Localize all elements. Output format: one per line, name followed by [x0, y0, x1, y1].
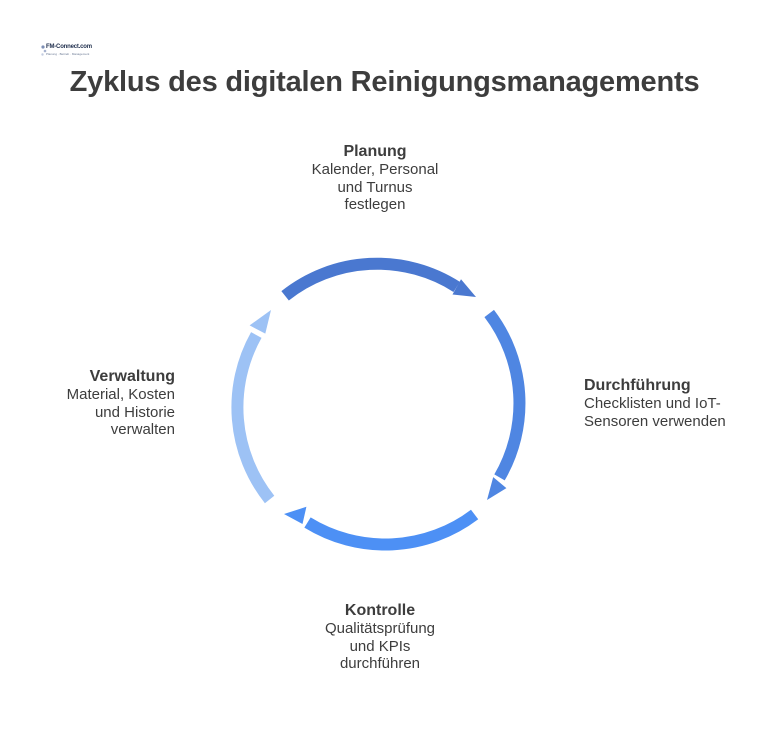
page-title: Zyklus des digitalen Reinigungsmanagemen…: [69, 66, 700, 98]
logo: FM-Connect.com Planung · Betrieb · Manag…: [40, 44, 92, 60]
arrow-arc-kontrolle: [304, 509, 479, 551]
stage-verwaltung-line3: verwalten: [110, 421, 175, 438]
stage-durchfuehrung: Durchführung Checklisten und IoT- Sensor…: [584, 376, 764, 430]
logo-text: FM-Connect.com: [46, 44, 92, 50]
stage-verwaltung-title: Verwaltung: [89, 368, 175, 385]
arrowhead-verwaltung: [249, 310, 271, 334]
stage-verwaltung-line2: und Historie: [94, 403, 175, 421]
stage-planung-title: Planung: [343, 143, 407, 160]
arrow-arc-durchfuehrung: [484, 309, 526, 481]
arrow-arc-verwaltung: [231, 332, 275, 504]
stage-verwaltung: Verwaltung Material, Kosten und Historie…: [30, 367, 175, 439]
stage-durchfuehrung-line1: Checklisten und IoT-: [584, 395, 721, 412]
arrow-arc-planung: [281, 257, 460, 301]
stage-durchfuehrung-title: Durchführung: [584, 377, 691, 394]
stage-planung: Planung Kalender, Personal und Turnus fe…: [300, 142, 450, 214]
stage-kontrolle-title: Kontrolle: [344, 602, 416, 619]
stage-kontrolle-line3: durchführen: [339, 655, 421, 672]
arrowhead-durchfuehrung: [487, 477, 507, 500]
stage-planung-line1: Kalender, Personal: [311, 161, 439, 178]
stage-kontrolle-line2: und KPIs: [349, 637, 411, 655]
stage-kontrolle-line1: Qualitätsprüfung: [324, 620, 436, 637]
arrowhead-kontrolle: [284, 506, 307, 524]
stage-planung-line3: festlegen: [344, 196, 406, 213]
stage-kontrolle: Kontrolle Qualitätsprüfung und KPIs durc…: [300, 601, 460, 673]
stage-planung-line2: und Turnus: [337, 178, 413, 196]
logo-tagline: Planung · Betrieb · Management: [46, 52, 90, 56]
logo-icon: [41, 45, 47, 56]
arrowhead-planung: [452, 279, 476, 297]
stage-verwaltung-line1: Material, Kosten: [66, 386, 175, 403]
stage-durchfuehrung-line2: Sensoren verwenden: [584, 412, 726, 430]
